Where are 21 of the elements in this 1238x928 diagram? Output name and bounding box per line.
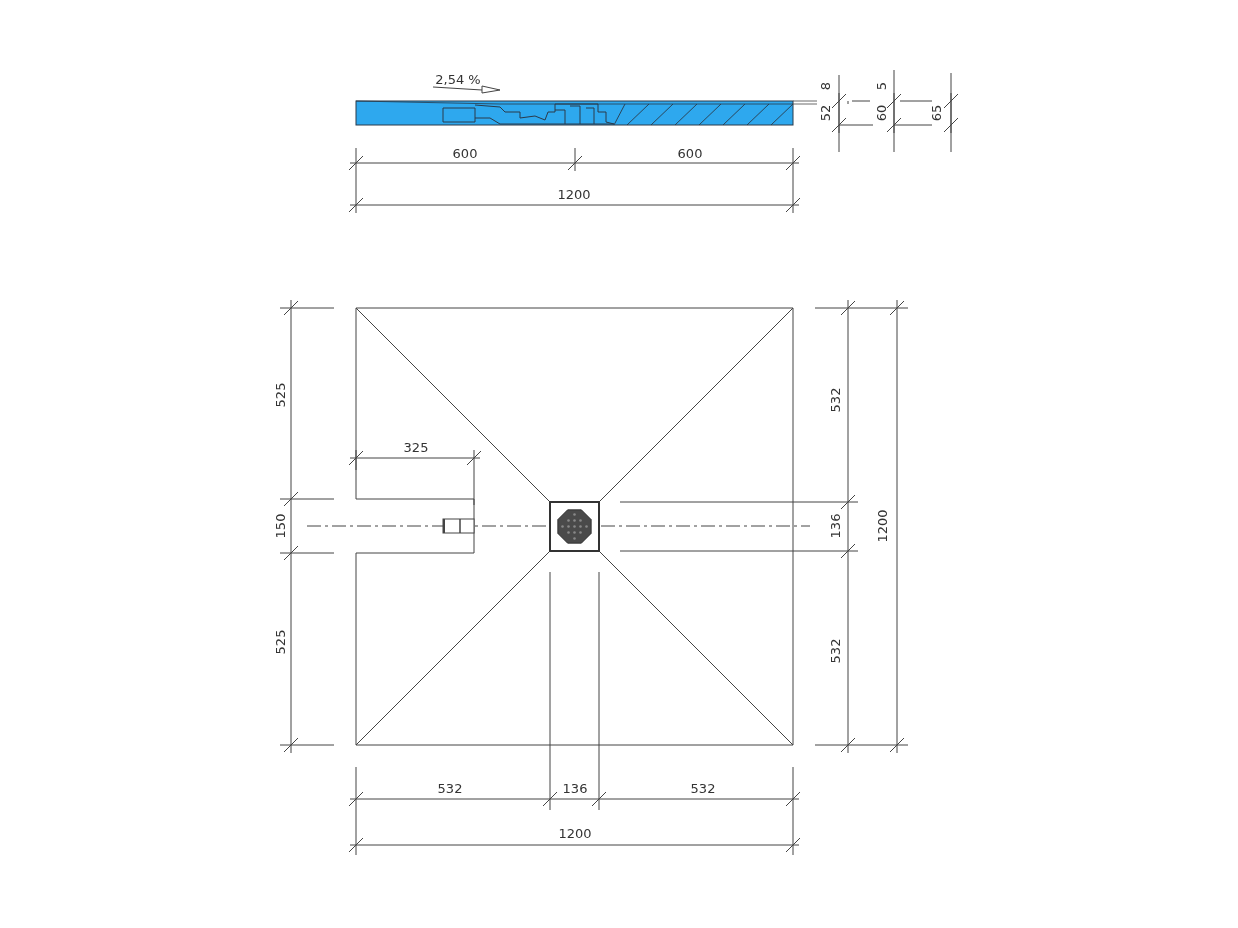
dimension-label: 136 [828, 513, 842, 539]
slope-label: 2,54 % [435, 72, 481, 86]
dimension-label: 52 [818, 104, 832, 122]
dimension-label: 8 [818, 81, 832, 91]
dimension-label: 532 [828, 387, 842, 413]
dimension-label: 5 [874, 81, 888, 91]
dimension-label: 525 [273, 382, 287, 408]
dimension-label: 1200 [557, 187, 591, 201]
dimension-label: 325 [403, 440, 429, 454]
dimension-label: 532 [437, 781, 463, 795]
dimension-label: 600 [677, 146, 703, 160]
dimension-label: 150 [273, 513, 287, 539]
dimension-label: 60 [874, 104, 888, 122]
dimension-label: 65 [929, 104, 943, 122]
dimension-label: 136 [562, 781, 588, 795]
dimension-label: 600 [452, 146, 478, 160]
dimension-label: 525 [273, 629, 287, 655]
dimension-label: 1200 [875, 509, 889, 543]
dimension-label: 532 [690, 781, 716, 795]
dimension-label: 532 [828, 638, 842, 664]
dimension-label: 1200 [558, 826, 592, 840]
